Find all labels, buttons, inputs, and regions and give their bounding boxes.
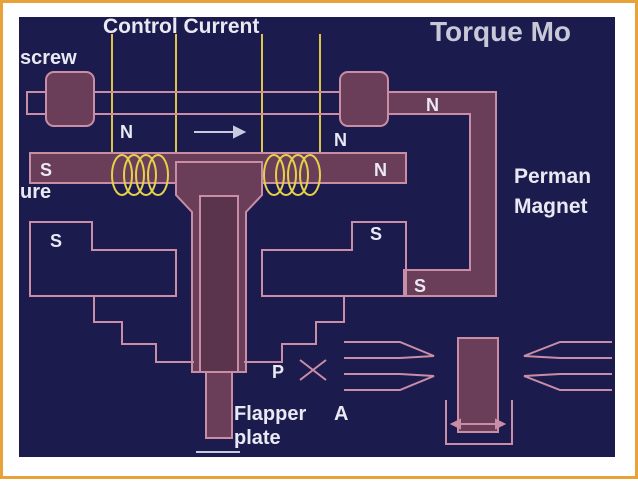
pole-s-bottom-right: S	[414, 276, 426, 296]
pole-n-top-right: N	[426, 95, 439, 115]
flapper-label-line1: Flapper	[234, 403, 306, 425]
armature-label: ure	[20, 181, 51, 203]
flapper-plate	[205, 371, 233, 439]
torque-motor-title: Torque Mo	[430, 16, 571, 47]
left-coil	[111, 154, 169, 196]
spool-flapper	[457, 337, 499, 433]
diagram-panel	[19, 17, 615, 457]
flapper-label-line2: plate	[234, 427, 281, 449]
current-arrow-icon	[194, 125, 247, 139]
lower-right-pole	[261, 221, 407, 297]
port-p-cross-icon	[299, 359, 327, 381]
permanent-label-line2: Magnet	[514, 195, 588, 218]
right-nozzle	[523, 341, 612, 391]
pole-n-mid: N	[334, 130, 347, 150]
permanent-label-line1: Perman	[514, 165, 591, 188]
control-current-wires	[111, 34, 321, 160]
left-adjusting-screw	[45, 71, 95, 127]
permanent-magnet-frame	[387, 91, 497, 297]
pole-n-left: N	[120, 122, 133, 142]
top-screw-bar	[26, 71, 490, 127]
lower-left-pole	[29, 221, 177, 297]
port-p-label: P	[272, 362, 284, 382]
screw-label: screw	[20, 47, 77, 69]
spool-housing	[445, 400, 513, 445]
base-left-step	[93, 296, 194, 363]
left-nozzle	[344, 341, 435, 391]
pole-n-right: N	[374, 160, 387, 180]
right-coil	[263, 154, 321, 196]
pole-s-lower-right: S	[370, 224, 382, 244]
pole-s-left: S	[40, 160, 52, 180]
pole-s-lower-left: S	[50, 231, 62, 251]
flapper-stem	[175, 161, 263, 439]
flow-arrow-icon	[449, 418, 507, 430]
control-current-label: Control Current	[103, 15, 259, 38]
right-adjusting-screw	[339, 71, 389, 127]
port-a-label: A	[334, 403, 348, 425]
base-right-step	[244, 296, 345, 363]
